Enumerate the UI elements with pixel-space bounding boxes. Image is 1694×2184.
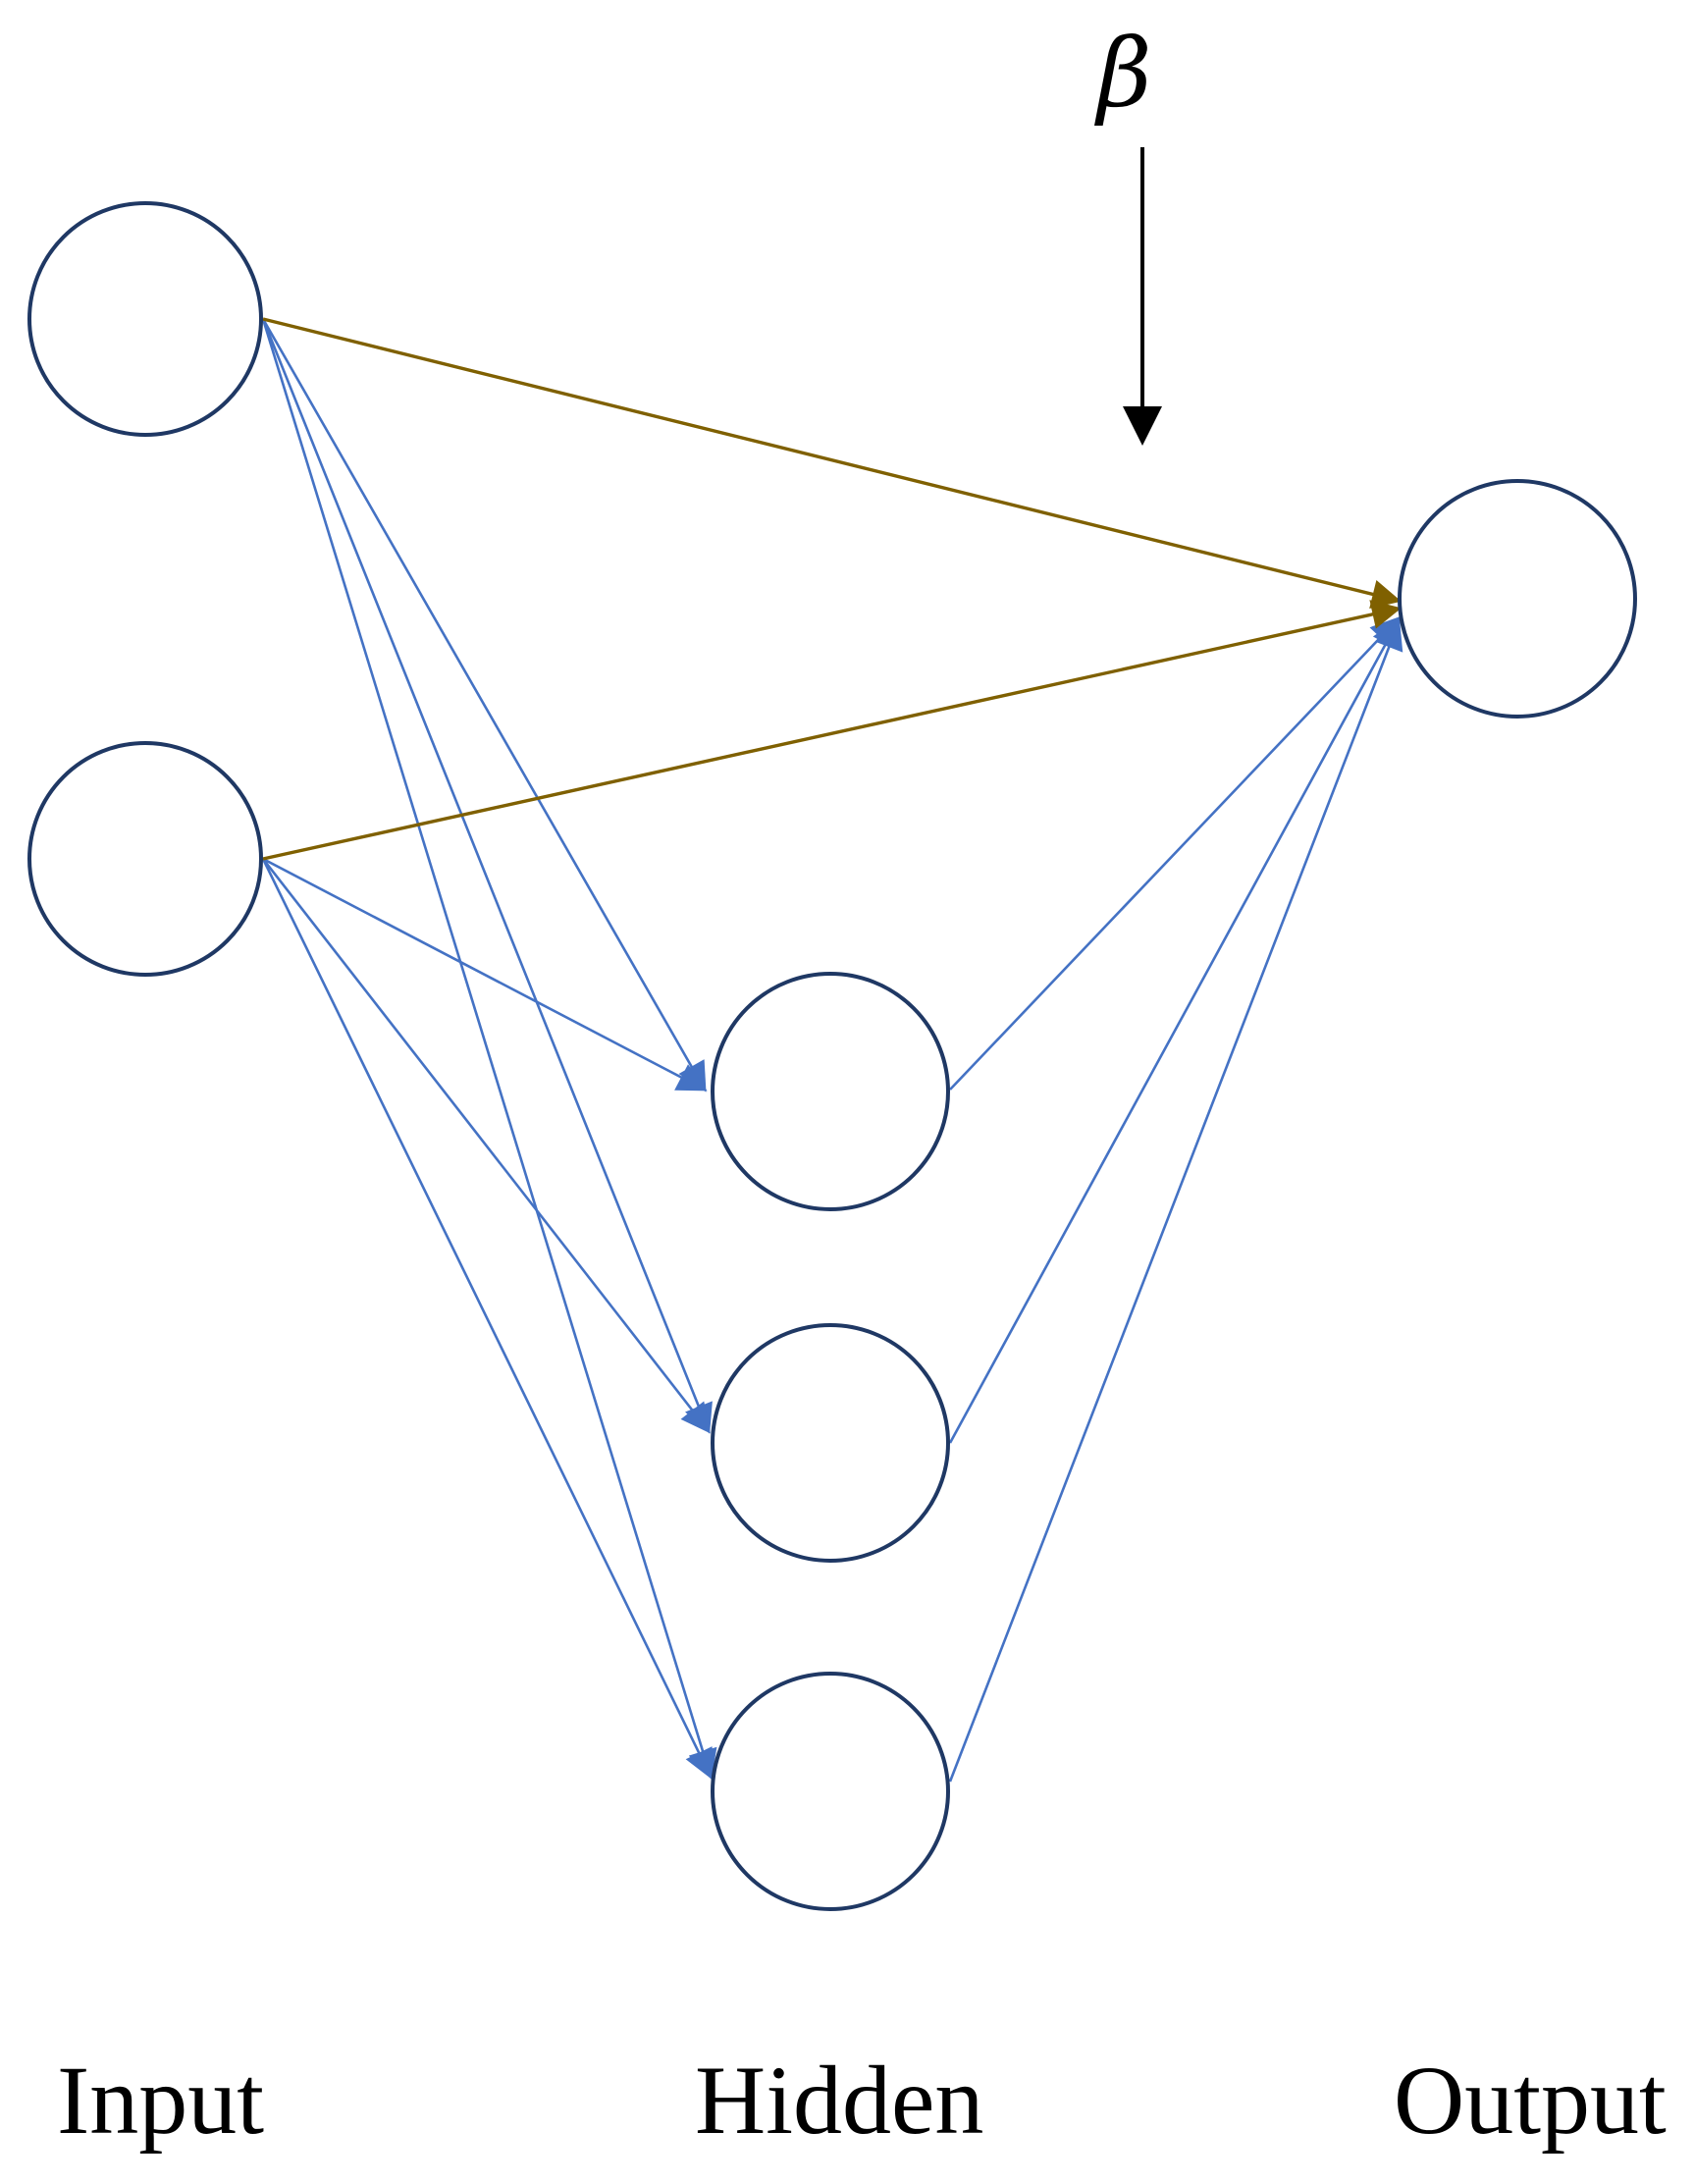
edge-hidden2-output — [948, 617, 1401, 1444]
hidden-node-2 — [711, 1323, 950, 1563]
edge-input2-hidden2 — [261, 858, 711, 1434]
edge-input1-hidden2 — [261, 318, 713, 1434]
input-to-hidden-edges — [261, 318, 717, 1780]
edge-input1-hidden3 — [261, 318, 717, 1780]
edge-input2-output — [262, 600, 1402, 861]
input-node-1 — [27, 201, 263, 437]
output-node — [1398, 479, 1637, 719]
hidden-layer-label: Hidden — [695, 2046, 984, 2155]
hidden-node-3 — [711, 1672, 950, 1911]
edge-input2-hidden1 — [262, 857, 708, 1092]
edge-hidden1-output — [949, 615, 1402, 1091]
output-layer-label: Output — [1394, 2046, 1667, 2155]
beta-indicator: β — [1094, 19, 1162, 446]
input-layer-label: Input — [57, 2046, 265, 2155]
hidden-to-output-edges — [948, 615, 1403, 1783]
edge-hidden3-output — [948, 619, 1403, 1783]
edge-input2-hidden3 — [261, 858, 713, 1780]
beta-symbol: β — [1094, 19, 1152, 129]
input-to-output-edges — [262, 317, 1402, 861]
hidden-node-1 — [711, 972, 950, 1211]
output-layer-nodes — [1398, 479, 1637, 719]
input-layer-nodes — [27, 201, 263, 977]
edge-input1-hidden1 — [261, 318, 707, 1092]
hidden-layer-nodes — [711, 972, 950, 1911]
edge-input1-output — [262, 317, 1402, 610]
input-node-2 — [27, 741, 263, 977]
